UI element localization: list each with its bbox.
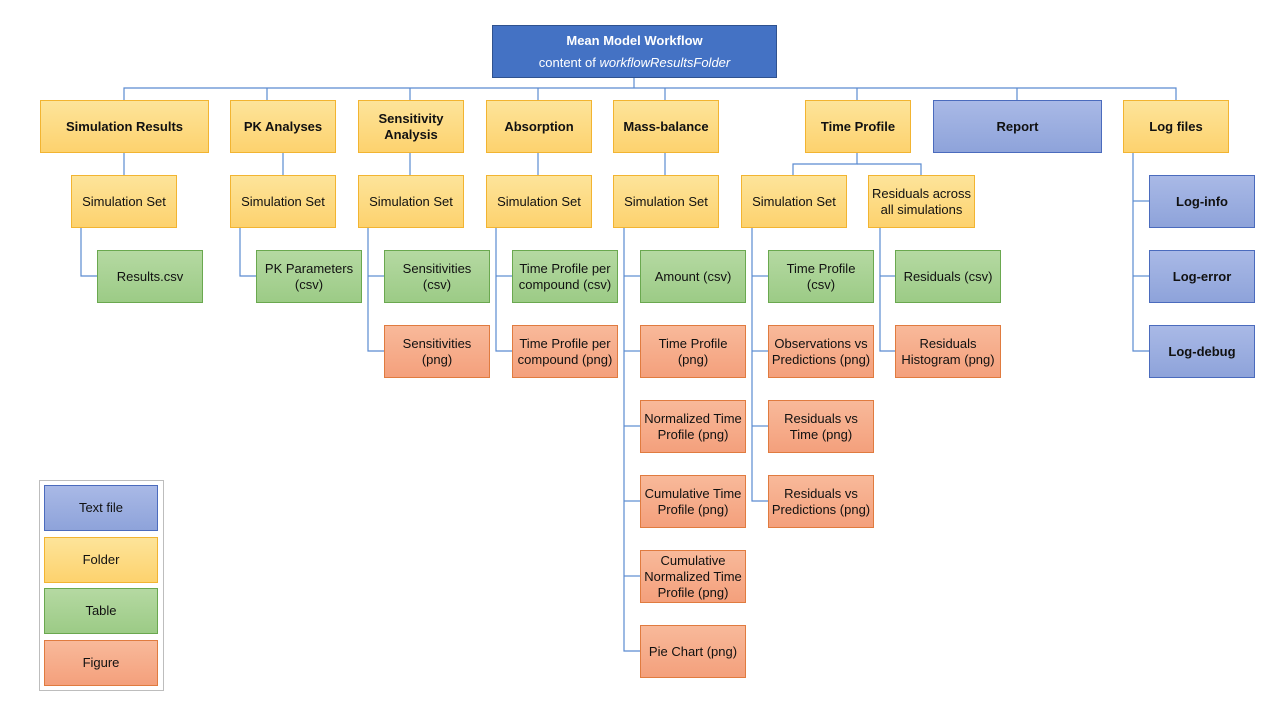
cumulative-time-profile-png: Cumulative Time Profile (png) bbox=[640, 475, 746, 528]
simulation-set-mass-balance: Simulation Set bbox=[613, 175, 719, 228]
time-profile-csv: Time Profile (csv) bbox=[768, 250, 874, 303]
pk-parameters-csv: PK Parameters (csv) bbox=[256, 250, 362, 303]
category-absorption: Absorption bbox=[486, 100, 592, 153]
residuals-across-folder: Residuals across all simulations bbox=[868, 175, 975, 228]
category-time-profile: Time Profile bbox=[805, 100, 911, 153]
simulation-set-sensitivity: Simulation Set bbox=[358, 175, 464, 228]
root-title: Mean Model Workflow bbox=[566, 32, 703, 48]
mass-balance-time-profile-png: Time Profile (png) bbox=[640, 325, 746, 378]
root-subtitle-folder: workflowResultsFolder bbox=[599, 54, 731, 70]
observations-vs-predictions-png: Observations vs Predictions (png) bbox=[768, 325, 874, 378]
root-subtitle-prefix: content of bbox=[538, 54, 600, 70]
sensitivities-png: Sensitivities (png) bbox=[384, 325, 490, 378]
category-sensitivity-analysis: Sensitivity Analysis bbox=[358, 100, 464, 153]
simulation-set-results: Simulation Set bbox=[71, 175, 177, 228]
legend-folder: Folder bbox=[44, 537, 158, 583]
root-subtitle: content of workflowResultsFolder bbox=[539, 55, 730, 71]
log-error: Log-error bbox=[1149, 250, 1255, 303]
category-mass-balance: Mass-balance bbox=[613, 100, 719, 153]
amount-csv: Amount (csv) bbox=[640, 250, 746, 303]
residuals-vs-predictions-png: Residuals vs Predictions (png) bbox=[768, 475, 874, 528]
residuals-csv: Residuals (csv) bbox=[895, 250, 1001, 303]
absorption-time-profile-csv: Time Profile per compound (csv) bbox=[512, 250, 618, 303]
category-pk-analyses: PK Analyses bbox=[230, 100, 336, 153]
root-node: Mean Model Workflow content of workflowR… bbox=[492, 25, 777, 78]
cumulative-normalized-time-profile-png: Cumulative Normalized Time Profile (png) bbox=[640, 550, 746, 603]
category-simulation-results: Simulation Results bbox=[40, 100, 209, 153]
log-debug: Log-debug bbox=[1149, 325, 1255, 378]
log-info: Log-info bbox=[1149, 175, 1255, 228]
category-report: Report bbox=[933, 100, 1102, 153]
results-csv: Results.csv bbox=[97, 250, 203, 303]
category-log-files: Log files bbox=[1123, 100, 1229, 153]
pie-chart-png: Pie Chart (png) bbox=[640, 625, 746, 678]
absorption-time-profile-png: Time Profile per compound (png) bbox=[512, 325, 618, 378]
simulation-set-time-profile: Simulation Set bbox=[741, 175, 847, 228]
legend-text-file: Text file bbox=[44, 485, 158, 531]
legend-figure: Figure bbox=[44, 640, 158, 686]
residuals-vs-time-png: Residuals vs Time (png) bbox=[768, 400, 874, 453]
normalized-time-profile-png: Normalized Time Profile (png) bbox=[640, 400, 746, 453]
sensitivities-csv: Sensitivities (csv) bbox=[384, 250, 490, 303]
simulation-set-absorption: Simulation Set bbox=[486, 175, 592, 228]
residuals-histogram-png: Residuals Histogram (png) bbox=[895, 325, 1001, 378]
simulation-set-pk: Simulation Set bbox=[230, 175, 336, 228]
legend-table: Table bbox=[44, 588, 158, 634]
